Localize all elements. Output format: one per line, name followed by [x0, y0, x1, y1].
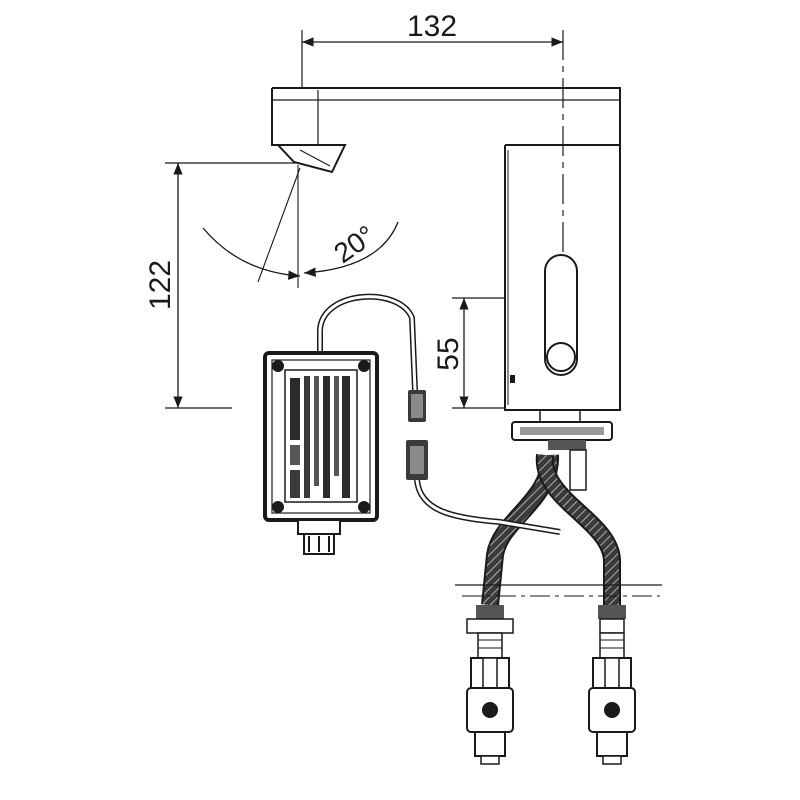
control-box	[263, 351, 379, 555]
counter-line	[455, 584, 662, 597]
screw-top-right	[358, 360, 370, 372]
left-valve	[466, 605, 514, 765]
cable-gland	[297, 519, 341, 535]
braided-hoses	[481, 454, 621, 606]
spray-angle: 20°	[202, 165, 399, 288]
dimension-spout-length: 132	[301, 10, 564, 255]
valve-screw-right	[604, 702, 620, 718]
mounting-base	[511, 409, 613, 491]
screw-top-left	[272, 360, 284, 372]
dimension-outlet-height: 122	[144, 162, 300, 409]
spout	[271, 87, 621, 174]
screw-bottom-left	[272, 501, 284, 513]
valve-screw-left	[482, 702, 498, 718]
screw-bottom-right	[358, 501, 370, 513]
sensor-height-label: 55	[432, 337, 465, 370]
outlet-height-label: 122	[144, 260, 177, 310]
spray-angle-label: 20°	[328, 219, 380, 269]
dimension-sensor-height: 55	[432, 297, 505, 409]
right-valve	[588, 605, 636, 765]
spout-length-label: 132	[407, 10, 457, 43]
sensor-window	[544, 254, 578, 376]
sensor-cable	[317, 293, 561, 535]
